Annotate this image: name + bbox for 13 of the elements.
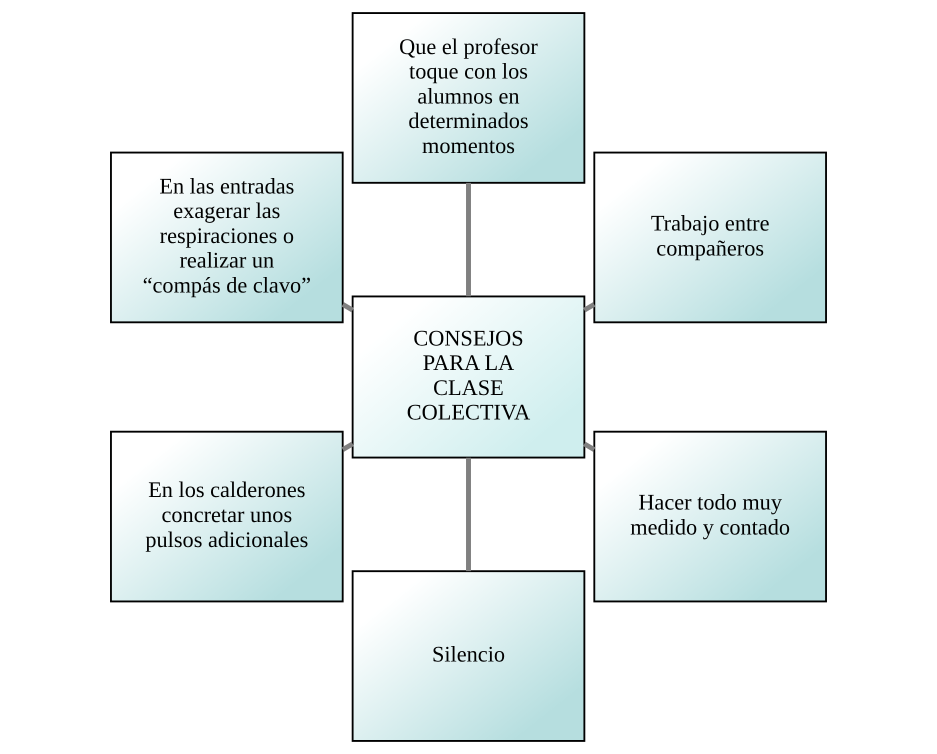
connector [466, 182, 471, 296]
node-box: Que el profesor toque con los alumnos en determinados momentos [352, 12, 586, 184]
node-box: En las entradas exagerar las respiraciones o realizar un “compás de clavo” [110, 152, 344, 324]
connector [342, 302, 354, 312]
node-box: Silencio [352, 570, 586, 742]
connector [466, 458, 471, 572]
node-box: En los calderones concretar unos pulsos adicionales [110, 430, 344, 602]
node-box: Hacer todo muy medido y contado [593, 430, 827, 602]
connector [583, 442, 596, 452]
node-box: CONSEJOS PARA LA CLASE COLECTIVA [352, 296, 586, 458]
node-box: Trabajo entre compañeros [593, 152, 827, 324]
connector [583, 302, 596, 312]
connector [342, 442, 354, 452]
